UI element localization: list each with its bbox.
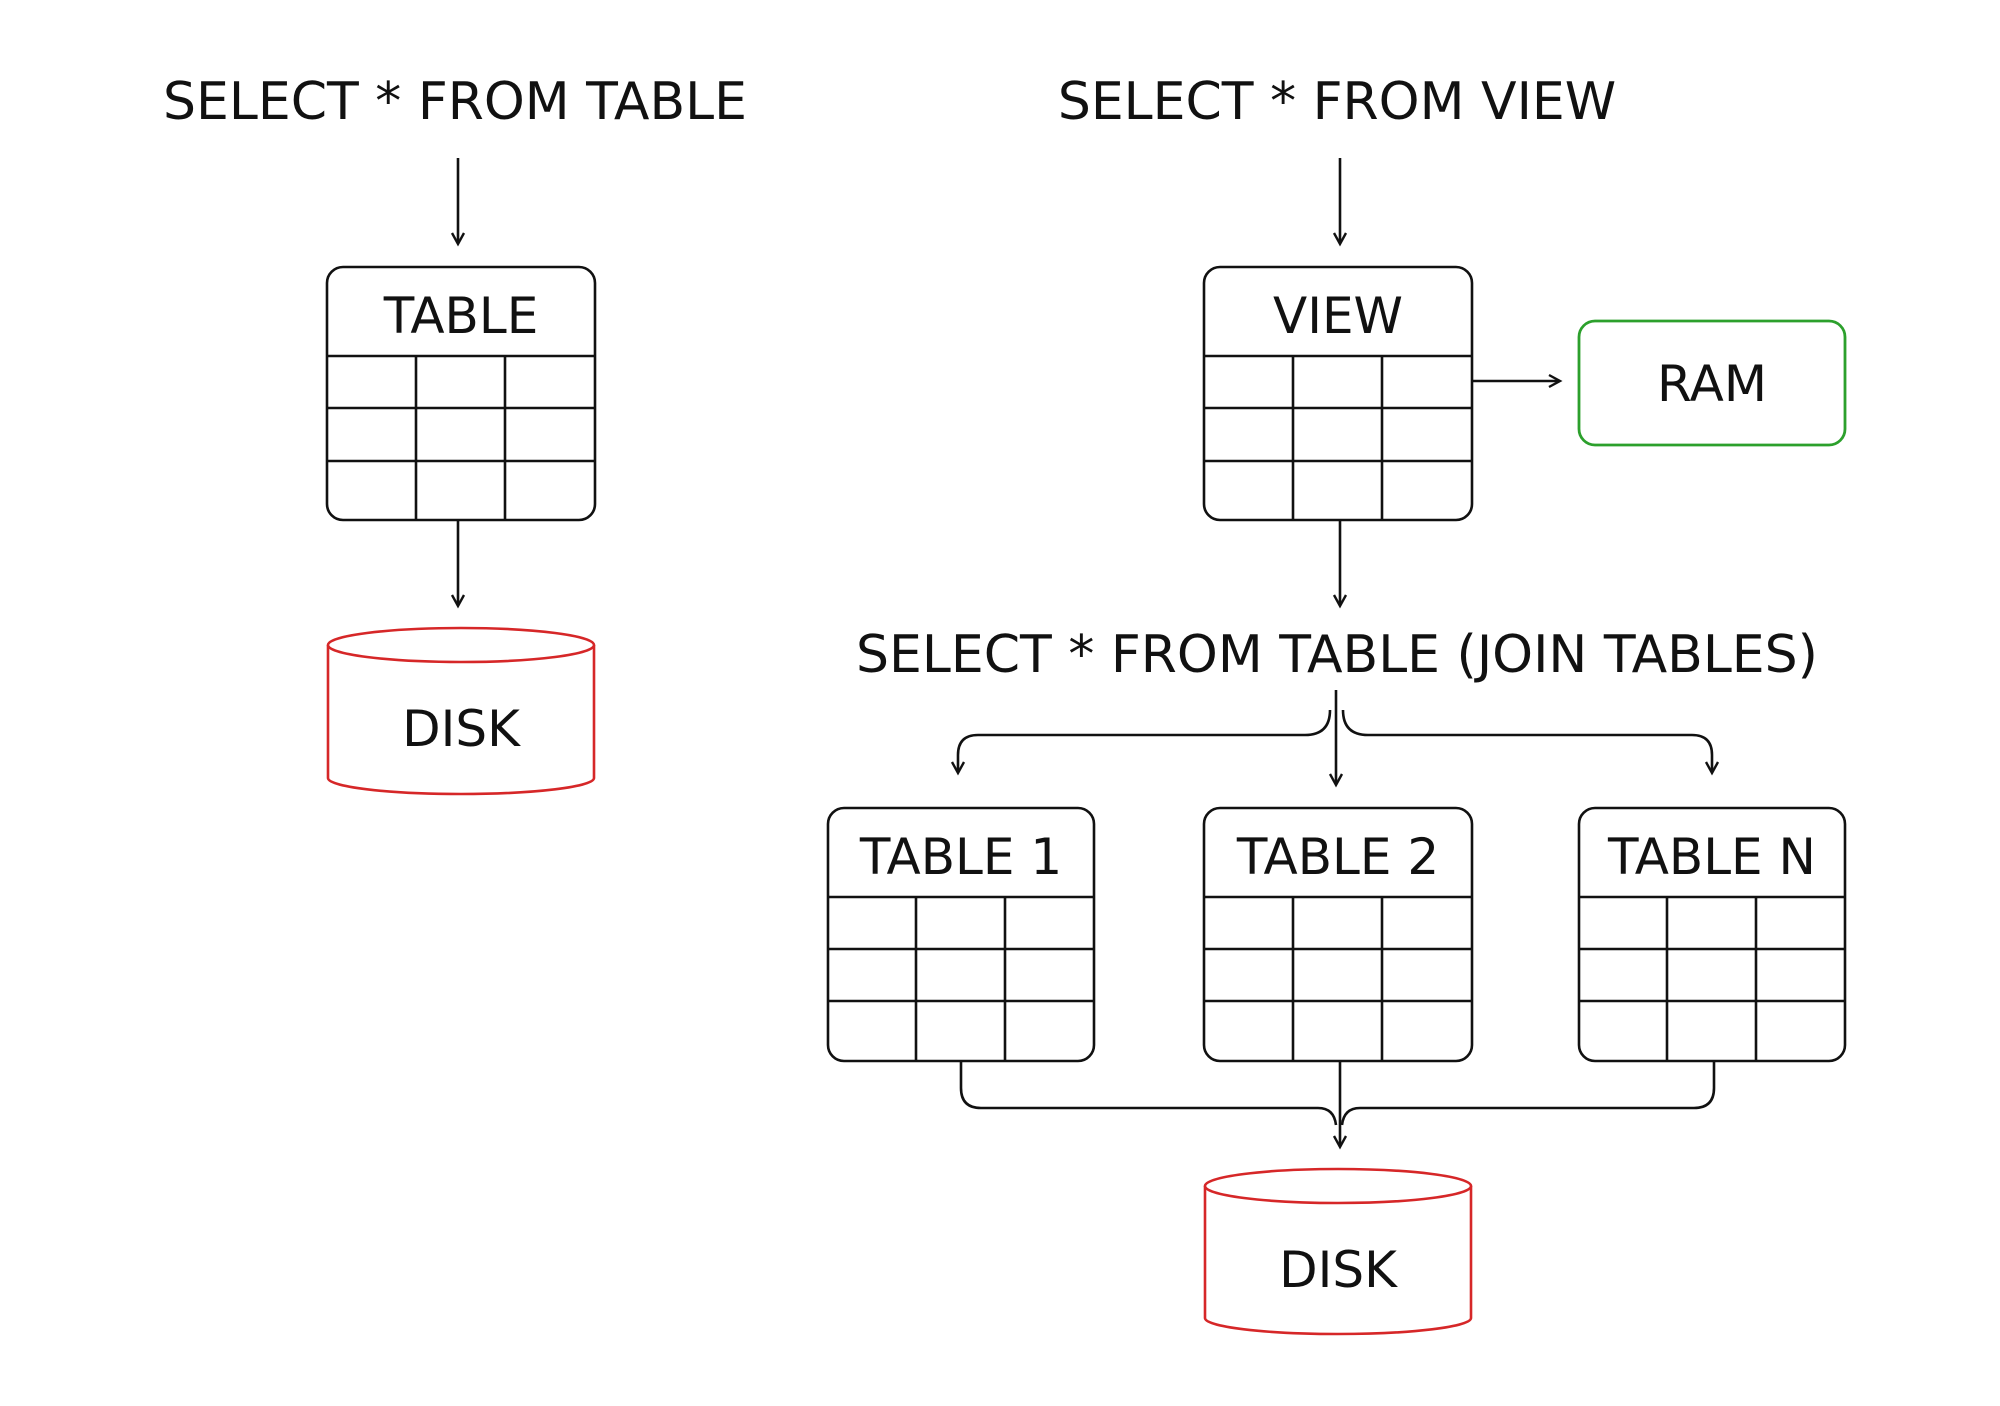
table-icon-1: TABLE 1 — [826, 806, 1096, 1063]
disk-label-right: DISK — [1279, 1241, 1398, 1299]
ram-label: RAM — [1657, 355, 1767, 413]
table-n-title: TABLE N — [1607, 828, 1816, 886]
table-1-title: TABLE 1 — [859, 828, 1062, 886]
merge-connectors — [959, 1061, 1716, 1150]
table-icon-left: TABLE — [325, 265, 597, 522]
join-branch-connectors — [950, 690, 1720, 788]
table-title-left: TABLE — [383, 287, 539, 345]
disk-label-left: DISK — [402, 700, 521, 758]
table-icon-n: TABLE N — [1577, 806, 1847, 1063]
disk-icon-right: DISK — [1203, 1167, 1473, 1336]
left-query-label: SELECT * FROM TABLE — [163, 72, 747, 132]
join-query-label: SELECT * FROM TABLE (JOIN TABLES) — [856, 625, 1818, 685]
right-query-label: SELECT * FROM VIEW — [1058, 72, 1616, 132]
disk-icon-left: DISK — [326, 626, 596, 796]
view-title: VIEW — [1273, 287, 1403, 345]
view-icon: VIEW — [1202, 265, 1474, 522]
table-2-title: TABLE 2 — [1236, 828, 1439, 886]
ram-box: RAM — [1577, 319, 1847, 447]
table-icon-2: TABLE 2 — [1202, 806, 1474, 1063]
